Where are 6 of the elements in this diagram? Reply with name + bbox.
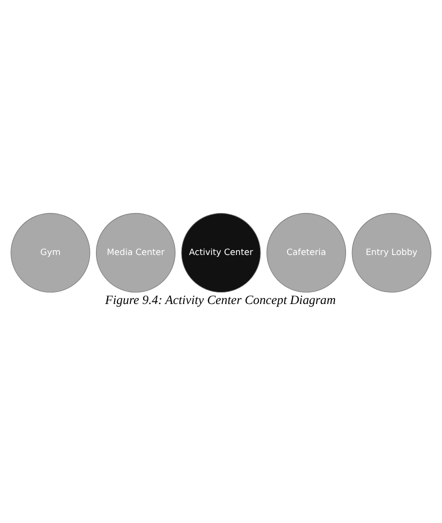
node-circle: Activity Center — [181, 212, 261, 292]
node-circle: Media Center — [96, 212, 176, 292]
node-circle: Cafeteria — [266, 212, 346, 292]
node-circle: Entry Lobby — [352, 212, 432, 292]
node-circle: Gym — [10, 212, 90, 292]
caption: Figure 9.4: Activity Center Concept Diagram — [105, 292, 336, 307]
